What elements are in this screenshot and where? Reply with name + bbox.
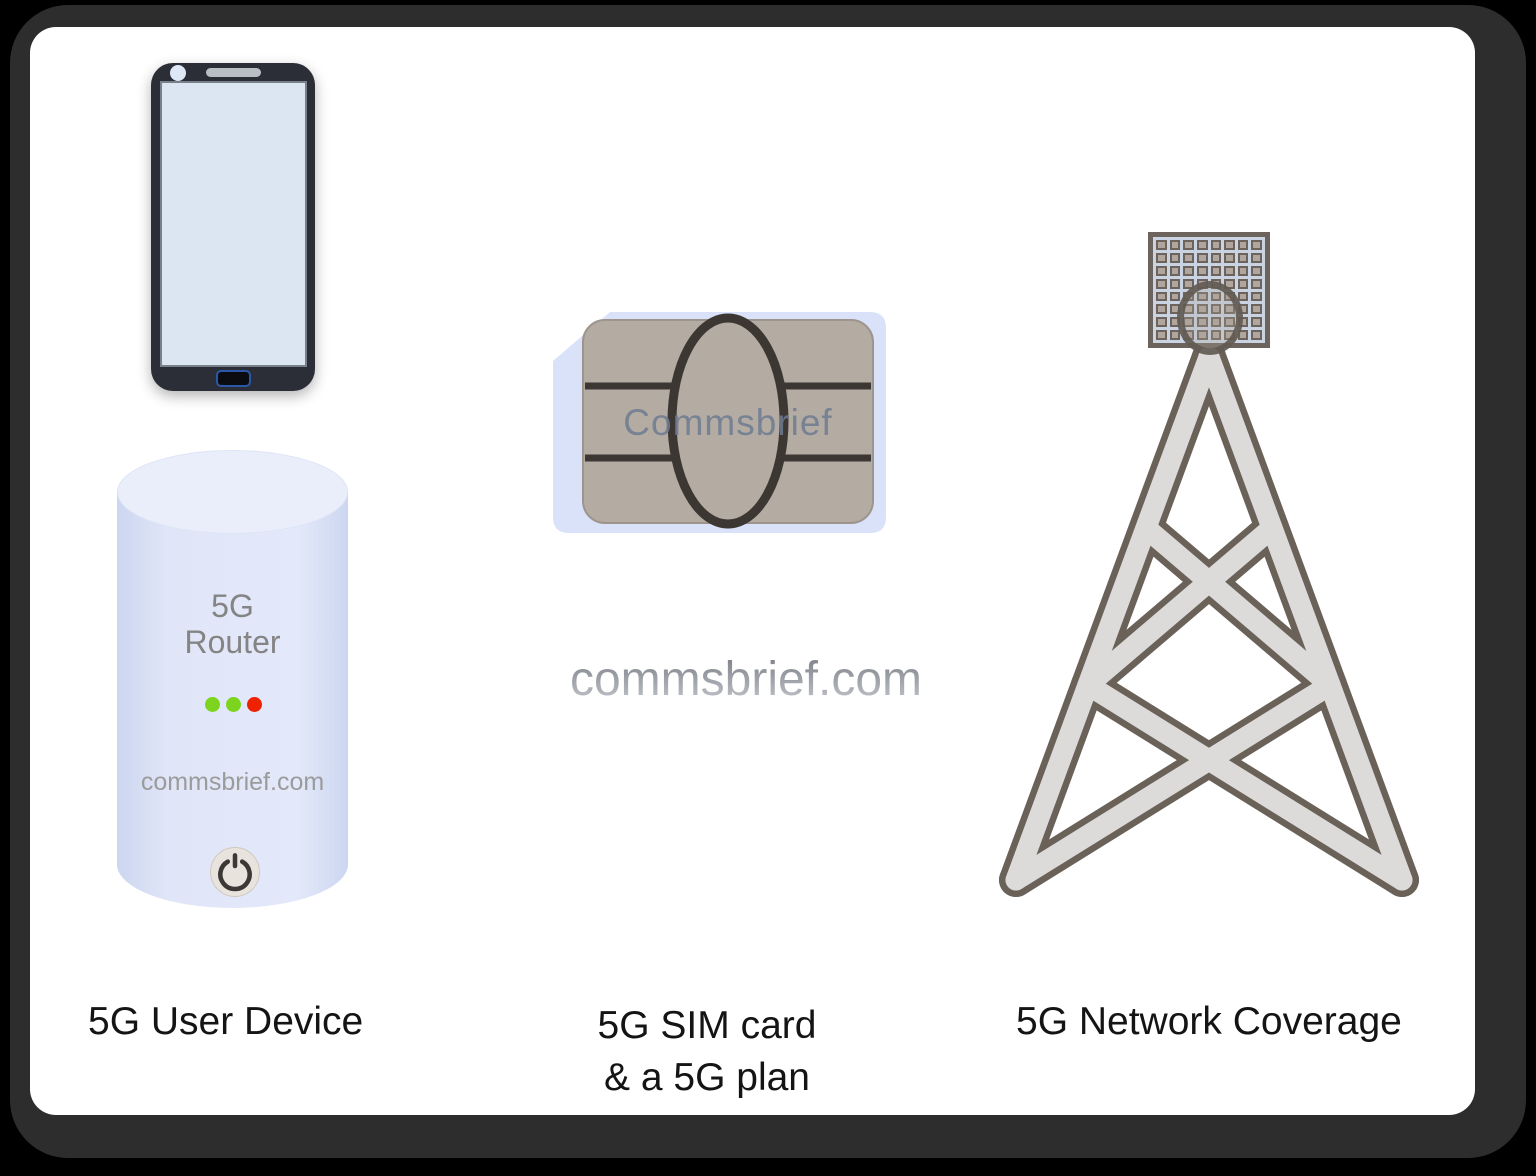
antenna-cell xyxy=(1251,252,1262,263)
antenna-cell xyxy=(1156,330,1167,340)
antenna-cell xyxy=(1169,330,1181,340)
speaker-icon xyxy=(206,68,261,77)
antenna-cell xyxy=(1156,304,1167,315)
antenna-cell xyxy=(1210,252,1222,263)
antenna-cell xyxy=(1237,240,1249,250)
antenna-cell xyxy=(1251,265,1262,276)
antenna-cell xyxy=(1251,291,1262,302)
antenna-cell xyxy=(1224,240,1235,250)
antenna-cell xyxy=(1169,278,1181,289)
antenna-cell xyxy=(1251,304,1262,315)
antenna-cell xyxy=(1237,278,1249,289)
sim-card xyxy=(553,312,886,533)
antenna-cell xyxy=(1169,265,1181,276)
antenna-cell xyxy=(1196,240,1208,250)
antenna-cell xyxy=(1224,265,1235,276)
antenna-cell xyxy=(1169,240,1181,250)
antenna-cell xyxy=(1251,317,1262,328)
router-title: 5G Router xyxy=(117,588,348,660)
label-user-device: 5G User Device xyxy=(88,1000,364,1043)
label-sim-line2: & a 5G plan xyxy=(604,1056,810,1099)
home-button xyxy=(216,370,251,387)
watermark-text: commsbrief.com xyxy=(544,652,948,707)
led-indicator-2 xyxy=(226,697,241,712)
antenna-cell xyxy=(1183,240,1194,250)
router-title-line1: 5G xyxy=(211,588,254,624)
antenna-cell xyxy=(1156,265,1167,276)
antenna-cell xyxy=(1156,240,1167,250)
tower-fill xyxy=(1005,346,1413,891)
sim-brand-text: Commsbrief xyxy=(623,402,833,443)
antenna-cell xyxy=(1183,278,1194,289)
led-indicator-1 xyxy=(205,697,220,712)
front-camera-icon xyxy=(170,65,186,81)
antenna-cell xyxy=(1169,252,1181,263)
cell-tower xyxy=(999,340,1419,897)
antenna-cell xyxy=(1196,265,1208,276)
power-icon xyxy=(218,853,252,892)
router-top xyxy=(117,450,348,534)
power-button xyxy=(210,847,260,897)
antenna-cell xyxy=(1237,252,1249,263)
antenna-cell xyxy=(1156,291,1167,302)
antenna-cell xyxy=(1196,252,1208,263)
label-sim-card: 5G SIM card & a 5G plan xyxy=(557,1000,857,1104)
tower-outline xyxy=(999,340,1419,897)
antenna-cell xyxy=(1251,240,1262,250)
sim-chip-ellipse xyxy=(667,313,789,529)
antenna-cell xyxy=(1156,278,1167,289)
antenna-cell xyxy=(1169,291,1181,302)
antenna-cell xyxy=(1183,252,1194,263)
label-network-coverage: 5G Network Coverage xyxy=(1016,1000,1402,1043)
antenna-cell xyxy=(1210,240,1222,250)
antenna-cell xyxy=(1237,265,1249,276)
antenna-cell xyxy=(1224,252,1235,263)
antenna-cell xyxy=(1156,317,1167,328)
antenna-cell xyxy=(1251,330,1262,340)
label-sim-line1: 5G SIM card xyxy=(597,1004,817,1047)
antenna-cell xyxy=(1237,291,1249,302)
phone-screen xyxy=(160,81,307,367)
antenna-cell xyxy=(1251,278,1262,289)
antenna-mount-ellipse xyxy=(1177,281,1243,355)
antenna-cell xyxy=(1183,265,1194,276)
antenna-cell xyxy=(1210,265,1222,276)
router-brand-text: commsbrief.com xyxy=(140,768,325,796)
antenna-cell xyxy=(1156,252,1167,263)
router-title-line2: Router xyxy=(184,624,281,660)
led-indicator-3 xyxy=(247,697,262,712)
